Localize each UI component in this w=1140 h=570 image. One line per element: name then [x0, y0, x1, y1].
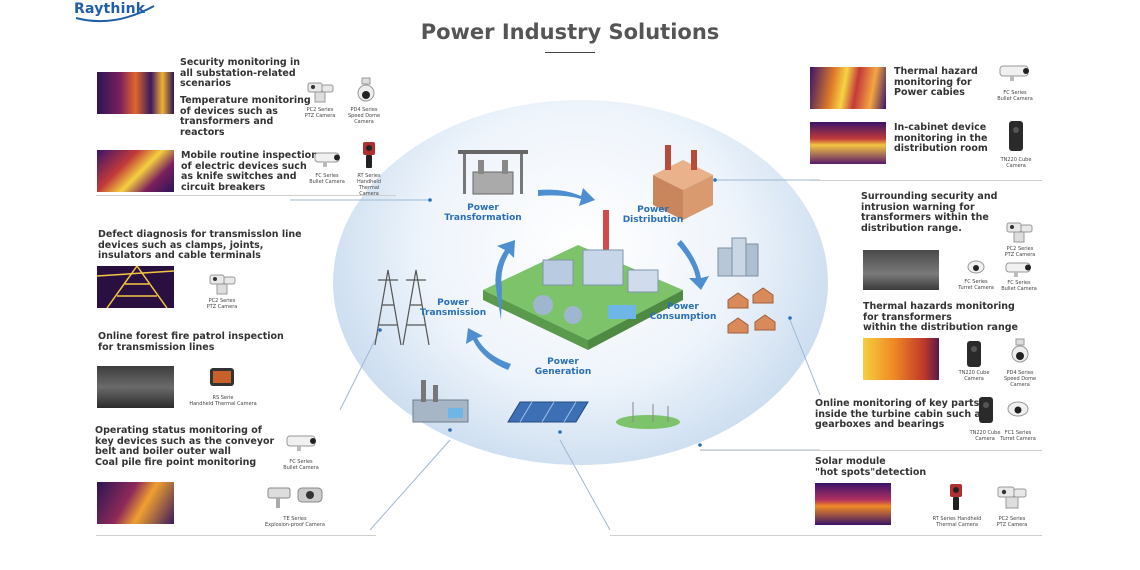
ptz-camera-icon	[1006, 222, 1033, 243]
thermal-image-solar	[815, 483, 891, 525]
thermal-image-transformer	[863, 338, 939, 380]
handheld-thermal-camera-icon	[210, 368, 234, 386]
ptz-camera-icon	[209, 274, 236, 295]
city-buildings-icon	[717, 237, 759, 277]
ptz-camera-icon	[307, 82, 334, 103]
thermal-image-substation	[97, 72, 174, 114]
thermal-image-intrusion	[863, 250, 939, 290]
page-title: Power Industry Solutions	[420, 20, 720, 44]
divider	[96, 195, 396, 196]
bullet-camera-icon	[314, 152, 340, 167]
coal-plant-icon	[412, 380, 469, 423]
houses-icon	[727, 287, 776, 334]
solar-panels-icon	[507, 401, 589, 423]
raythink-logo: Raythink	[74, 0, 158, 23]
title-underline	[545, 52, 595, 53]
panel-text-solar: Solar module"hot spots"detection	[815, 456, 927, 478]
cube-camera-icon	[1009, 121, 1023, 151]
handheld-thermal-camera-icon	[363, 142, 375, 168]
dome-camera-icon	[357, 77, 375, 102]
divider	[700, 450, 1042, 451]
cycle-arrows-icon	[466, 188, 709, 370]
handheld-thermal-camera-icon	[950, 484, 962, 510]
thermal-image-cabinet	[810, 122, 886, 164]
wind-turbines-icon	[616, 402, 680, 429]
thermal-image-conveyor	[97, 482, 174, 524]
ptz-camera-icon	[997, 486, 1027, 509]
distribution-building-icon	[653, 145, 713, 220]
thermal-image-switches	[97, 150, 174, 192]
divider	[96, 535, 376, 536]
thermal-image-forest	[97, 366, 174, 408]
logo-swoosh-icon	[75, 5, 155, 23]
divider	[810, 180, 1042, 181]
turret-camera-icon	[1007, 401, 1029, 417]
transmission-tower-icon	[374, 269, 430, 346]
cube-camera-icon	[967, 341, 981, 367]
power-plant-icon	[483, 210, 683, 350]
bullet-camera-icon	[286, 435, 316, 451]
turret-camera-icon	[967, 260, 985, 274]
substation-icon	[458, 150, 528, 195]
bullet-camera-icon	[999, 65, 1029, 81]
dome-camera-icon	[1011, 338, 1029, 363]
explosion-proof-camera-icon	[267, 487, 323, 508]
bullet-camera-icon	[1005, 262, 1031, 277]
thermal-image-transmission-line	[97, 266, 174, 308]
cube-camera-icon	[979, 397, 993, 423]
logo-text: Raythink	[74, 1, 146, 17]
thermal-image-power-cables	[810, 67, 886, 109]
divider	[610, 535, 1042, 536]
